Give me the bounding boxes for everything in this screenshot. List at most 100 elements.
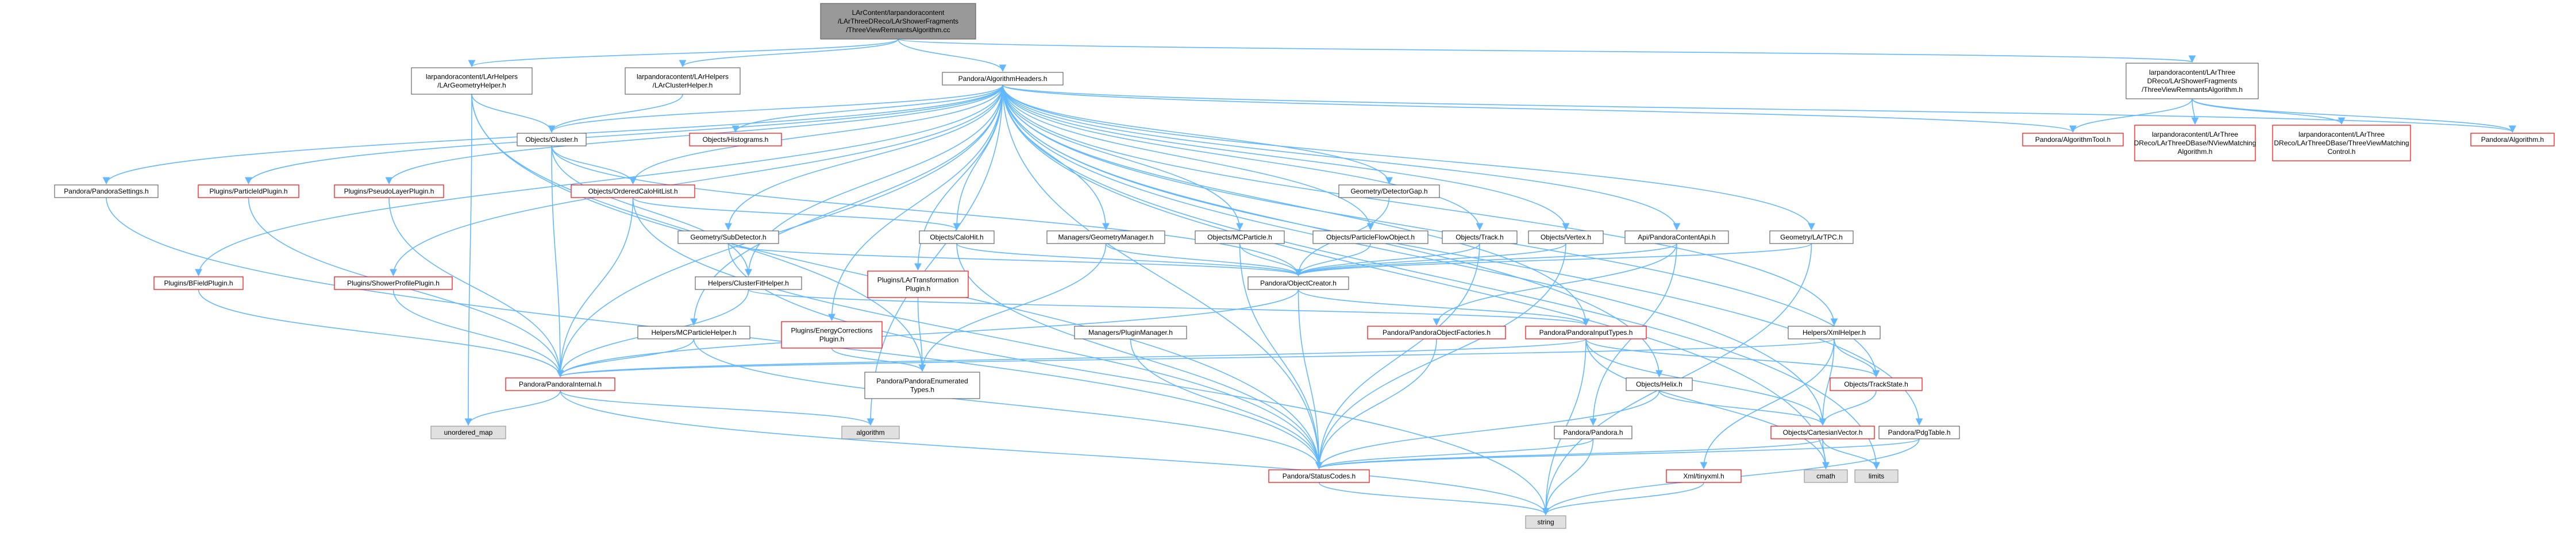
node-objvertex[interactable]: Objects/Vertex.h bbox=[1528, 230, 1604, 244]
edge-geomhelper-to-objcluster bbox=[471, 94, 556, 133]
node-objpfo[interactable]: Objects/ParticleFlowObject.h bbox=[1312, 230, 1428, 244]
node-pandorainternal[interactable]: Pandora/PandoraInternal.h bbox=[505, 377, 615, 391]
node-label: Objects/Cluster.h bbox=[525, 136, 577, 144]
node-helpxml[interactable]: Helpers/XmlHelper.h bbox=[1788, 326, 1881, 339]
node-mgrplugin[interactable]: Managers/PluginManager.h bbox=[1074, 326, 1187, 339]
edge-mgrgeometry-to-enumtypes bbox=[918, 243, 1107, 372]
edge-mgrgeometry-to-objectcreator bbox=[1105, 243, 1302, 277]
node-pandorasettings[interactable]: Pandora/PandoraSettings.h bbox=[54, 184, 159, 198]
edge-helpxml-to-objcartvec bbox=[1819, 338, 1835, 426]
node-remnantsh[interactable]: larpandoracontent/LArThreeDReco/LArShowe… bbox=[2126, 63, 2259, 99]
node-statuscodes[interactable]: Pandora/StatusCodes.h bbox=[1268, 469, 1370, 483]
node-box bbox=[677, 230, 779, 244]
node-objtrack[interactable]: Objects/Track.h bbox=[1442, 230, 1518, 244]
node-clusterhelper[interactable]: larpandoracontent/LArHelpers/LArClusterH… bbox=[625, 67, 741, 95]
edge-root-to-clusterhelper bbox=[679, 38, 899, 68]
edge-tinyxml-to-string bbox=[1542, 482, 1704, 516]
node-objtrackstate[interactable]: Objects/TrackState.h bbox=[1830, 377, 1923, 391]
node-box bbox=[1312, 230, 1428, 244]
node-plugparticleid[interactable]: Plugins/ParticleIdPlugin.h bbox=[198, 184, 299, 198]
node-label: Objects/MCParticle.h bbox=[1207, 233, 1272, 241]
node-label: Plugins/LArTransformation bbox=[877, 276, 959, 284]
node-geomdetectorgap[interactable]: Geometry/DetectorGap.h bbox=[1338, 184, 1440, 198]
node-label: Pandora/PandoraInternal.h bbox=[519, 380, 602, 388]
node-box bbox=[942, 72, 1064, 86]
node-apicontent[interactable]: Api/PandoraContentApi.h bbox=[1624, 230, 1729, 244]
node-string[interactable]: string bbox=[1525, 515, 1566, 529]
node-mgrgeometry[interactable]: Managers/GeometryManager.h bbox=[1046, 230, 1165, 244]
node-box bbox=[1666, 469, 1742, 483]
edge-algoheaders-to-limits bbox=[1002, 84, 1880, 470]
node-pandorah[interactable]: Pandora/Pandora.h bbox=[1554, 426, 1632, 439]
edge-objtrackstate-to-objcartvec bbox=[1819, 390, 1877, 426]
node-root[interactable]: LArContent/larpandoracontent/LArThreeDRe… bbox=[820, 3, 976, 40]
node-helpmcparticle[interactable]: Helpers/MCParticleHelper.h bbox=[637, 326, 750, 339]
node-helpclusterfit[interactable]: Helpers/ClusterFitHelper.h bbox=[695, 276, 802, 290]
node-label: Pandora/StatusCodes.h bbox=[1283, 472, 1356, 480]
node-objorderedcalohit[interactable]: Objects/OrderedCaloHitList.h bbox=[571, 184, 695, 198]
node-label: Objects/Track.h bbox=[1456, 233, 1504, 241]
node-label: /LArThreeDReco/LArShowerFragments bbox=[838, 17, 958, 25]
node-objcalohit[interactable]: Objects/CaloHit.h bbox=[919, 230, 995, 244]
edge-objcluster-to-objectcreator bbox=[551, 145, 1302, 277]
node-objhistograms[interactable]: Objects/Histograms.h bbox=[689, 133, 782, 146]
node-limits[interactable]: limits bbox=[1854, 469, 1899, 483]
node-label: Geometry/LArTPC.h bbox=[1780, 233, 1843, 241]
node-algtool[interactable]: Pandora/AlgorithmTool.h bbox=[2022, 133, 2124, 146]
node-label: Helpers/XmlHelper.h bbox=[1803, 329, 1866, 337]
node-label: Plugins/PseudoLayerPlugin.h bbox=[344, 187, 434, 195]
node-box bbox=[411, 67, 533, 95]
edge-apicontent-to-objectcreator bbox=[1295, 243, 1677, 277]
node-objhelix[interactable]: Objects/Helix.h bbox=[1626, 377, 1693, 391]
node-label: cmath bbox=[1816, 472, 1835, 480]
node-algorithmstd[interactable]: algorithm bbox=[841, 426, 900, 439]
node-objectcreator[interactable]: Pandora/ObjectCreator.h bbox=[1247, 276, 1349, 290]
node-inputtypes[interactable]: Pandora/PandoraInputTypes.h bbox=[1525, 326, 1647, 339]
edge-apicontent-to-objectfactories bbox=[1433, 243, 1677, 326]
node-label: Helpers/ClusterFitHelper.h bbox=[708, 279, 789, 287]
edge-pandorah-to-string bbox=[1542, 438, 1594, 516]
edge-algoheaders-to-objorderedcalohit bbox=[629, 84, 1003, 185]
node-tinyxml[interactable]: Xml/tinyxml.h bbox=[1666, 469, 1742, 483]
edge-objcluster-to-pandorainternal bbox=[551, 145, 564, 378]
node-label: Pandora/ObjectCreator.h bbox=[1260, 279, 1337, 287]
node-geomhelper[interactable]: larpandoracontent/LArHelpers/LArGeometry… bbox=[411, 67, 533, 95]
node-plugshowerprofile[interactable]: Plugins/ShowerProfilePlugin.h bbox=[334, 276, 453, 290]
node-geomsubdetector[interactable]: Geometry/SubDetector.h bbox=[677, 230, 779, 244]
node-box bbox=[637, 326, 750, 339]
edge-objcartvec-to-statuscodes bbox=[1315, 438, 1823, 470]
node-geomlartpc[interactable]: Geometry/LArTPC.h bbox=[1769, 230, 1854, 244]
node-cmath[interactable]: cmath bbox=[1804, 469, 1848, 483]
edge-objhelix-to-objcartvec bbox=[1658, 390, 1827, 426]
node-plugpseudolayer[interactable]: Plugins/PseudoLayerPlugin.h bbox=[334, 184, 444, 198]
node-objmcparticle[interactable]: Objects/MCParticle.h bbox=[1195, 230, 1285, 244]
node-unordered_map[interactable]: unordered_map bbox=[430, 426, 506, 439]
node-box bbox=[430, 426, 506, 439]
node-objcluster[interactable]: Objects/Cluster.h bbox=[517, 133, 587, 146]
edge-algoheaders-to-pdgtable bbox=[1002, 84, 1923, 426]
edge-helpmcparticle-to-statuscodes bbox=[693, 338, 1323, 470]
edge-plugpseudolayer-to-pandorainternal bbox=[388, 197, 564, 378]
node-threeviewctrl[interactable]: larpandoracontent/LArThreeDReco/LArThree… bbox=[2272, 125, 2411, 161]
node-label: Pandora/PandoraObjectFactories.h bbox=[1383, 329, 1491, 337]
node-pdgtable[interactable]: Pandora/PdgTable.h bbox=[1878, 426, 1960, 439]
edge-geomhelper-to-unordered_map bbox=[464, 94, 472, 426]
node-plugbfield[interactable]: Plugins/BFieldPlugin.h bbox=[153, 276, 244, 290]
node-box bbox=[864, 372, 980, 399]
node-box bbox=[1626, 377, 1693, 391]
node-nviewmatch[interactable]: larpandoracontent/LArThreeDReco/LArThree… bbox=[2134, 125, 2257, 161]
node-objectfactories[interactable]: Pandora/PandoraObjectFactories.h bbox=[1367, 326, 1506, 339]
edge-algoheaders-to-algorithmstd bbox=[867, 84, 1003, 426]
node-algorithm[interactable]: Pandora/Algorithm.h bbox=[2470, 133, 2555, 146]
edge-algoheaders-to-objmcparticle bbox=[1002, 84, 1243, 231]
node-label: Plugins/ShowerProfilePlugin.h bbox=[347, 279, 440, 287]
node-label: Managers/PluginManager.h bbox=[1088, 329, 1173, 337]
edge-geomlartpc-to-objectcreator bbox=[1295, 243, 1812, 277]
edge-pandorainternal-to-unordered_map bbox=[464, 390, 561, 426]
node-objcartvec[interactable]: Objects/CartesianVector.h bbox=[1770, 426, 1875, 439]
node-algoheaders[interactable]: Pandora/AlgorithmHeaders.h bbox=[942, 72, 1064, 86]
edge-algoheaders-to-algorithm bbox=[1002, 84, 2516, 133]
